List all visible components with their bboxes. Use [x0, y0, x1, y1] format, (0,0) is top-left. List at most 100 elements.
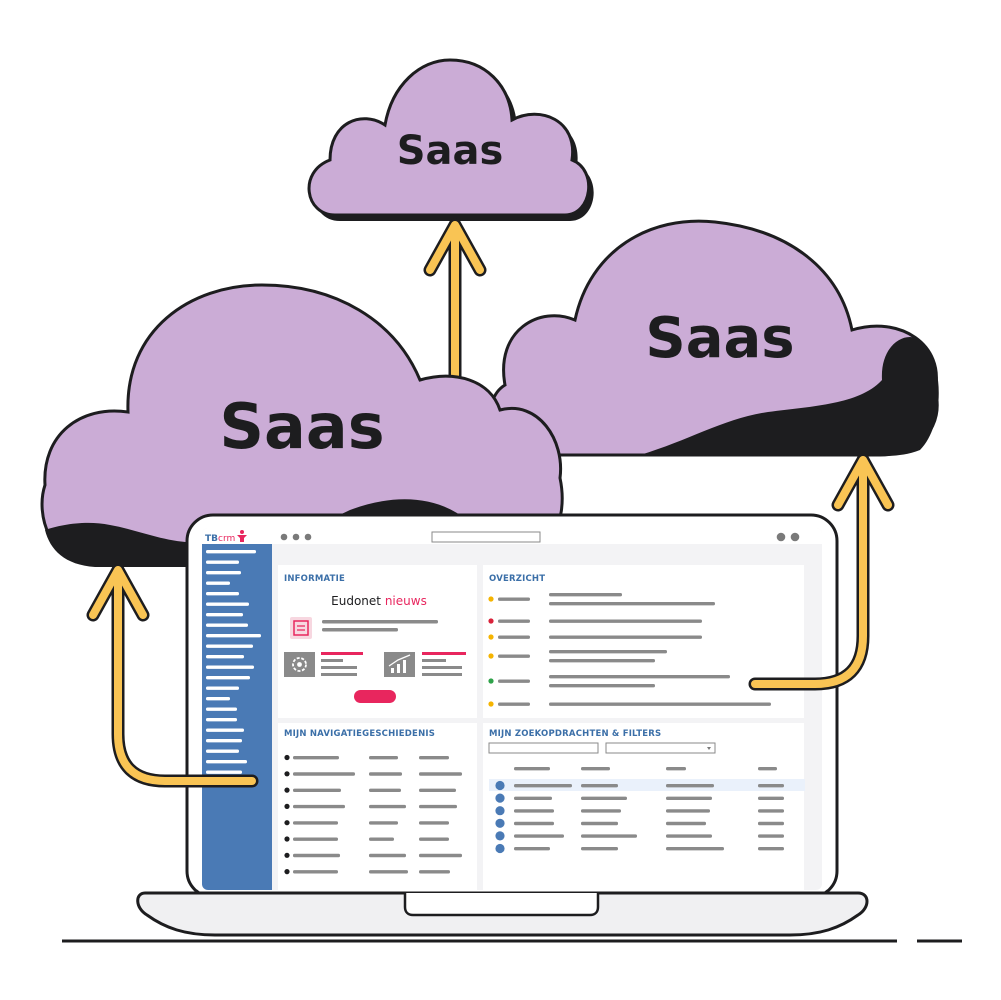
sidebar-menu-item[interactable]: [206, 760, 247, 764]
search-cell: [581, 847, 618, 851]
nav-bullet: [284, 787, 290, 793]
window-dot-2[interactable]: [292, 533, 300, 541]
logo-person-icon: [237, 530, 247, 542]
saved-search-icon[interactable]: [495, 831, 505, 841]
profile-dot-icon[interactable]: [776, 532, 786, 542]
sidebar: [202, 544, 272, 890]
sidebar-menu-item[interactable]: [206, 739, 242, 743]
overview-value: [549, 635, 702, 639]
cloud-left-body: [40, 283, 564, 567]
news-image-icon: [290, 617, 312, 639]
nav-date: [369, 821, 398, 825]
search-cell: [514, 796, 552, 800]
window-dot-1[interactable]: [280, 533, 288, 541]
nav-date: [369, 788, 401, 792]
panel-overzicht-title: OVERZICHT: [489, 574, 545, 584]
nav-item[interactable]: [293, 804, 345, 809]
nav-item[interactable]: [293, 756, 339, 760]
panel-zoekopdrachten: MIJN ZOEKOPDRACHTEN & FILTERS: [483, 723, 805, 890]
nav-bullet: [284, 869, 290, 875]
sidebar-menu-item[interactable]: [206, 592, 239, 596]
sidebar-menu-item[interactable]: [206, 571, 241, 575]
panel-informatie: INFORMATIE Eudonet nieuws: [278, 565, 477, 718]
app-screen: TBcrm INFORMATIE Eudonet nieuws: [202, 528, 822, 890]
nav-item[interactable]: [293, 788, 341, 792]
nav-item[interactable]: [293, 821, 338, 825]
laptop-notch: [403, 893, 600, 917]
sidebar-menu-item[interactable]: [206, 707, 237, 711]
overview-value: [549, 702, 771, 706]
search-cell: [666, 821, 706, 826]
sidebar-menu-item[interactable]: [206, 581, 230, 585]
sidebar-menu-item[interactable]: [206, 665, 254, 669]
saved-search-icon[interactable]: [495, 806, 505, 816]
news-heading: Eudonet nieuws: [331, 594, 427, 608]
nav-item[interactable]: [293, 772, 355, 776]
panel-zoek-title: MIJN ZOEKOPDRACHTEN & FILTERS: [489, 729, 661, 739]
nav-time: [419, 788, 456, 792]
search-table-header: [514, 767, 777, 771]
search-cell: [666, 796, 712, 800]
overview-value: [549, 650, 667, 654]
sidebar-menu-item[interactable]: [206, 602, 249, 606]
sidebar-menu-item[interactable]: [206, 718, 237, 722]
news-read-more-button[interactable]: [354, 690, 396, 703]
panel-informatie-title: INFORMATIE: [284, 574, 345, 584]
nav-item[interactable]: [293, 853, 340, 858]
filter-search-input[interactable]: [488, 742, 599, 754]
menu-dot-icon[interactable]: [790, 532, 800, 542]
sidebar-menu-item[interactable]: [206, 550, 256, 554]
search-cell: [581, 834, 637, 838]
sidebar-menu-item[interactable]: [206, 623, 248, 627]
sidebar-menu-item[interactable]: [206, 697, 230, 701]
sidebar-menu-item[interactable]: [206, 770, 242, 774]
overview-value: [549, 675, 730, 679]
overview-value: [549, 602, 715, 606]
search-cell: [514, 847, 550, 851]
overview-value: [549, 619, 702, 623]
overview-label: [498, 619, 530, 623]
overview-value: [549, 684, 655, 688]
saved-search-icon[interactable]: [495, 818, 505, 828]
sidebar-menu-item[interactable]: [206, 686, 239, 690]
nav-date: [369, 870, 408, 874]
search-column-header: [666, 767, 686, 771]
sidebar-menu-item[interactable]: [206, 655, 244, 659]
app-logo[interactable]: TBcrm: [205, 534, 235, 544]
status-dot: [488, 678, 494, 684]
search-cell: [514, 834, 564, 838]
sidebar-menu-item[interactable]: [206, 728, 244, 732]
search-cell: [666, 809, 710, 813]
sidebar-menu-item[interactable]: [206, 560, 239, 564]
sidebar-menu-item[interactable]: [206, 644, 253, 648]
search-cell: [514, 821, 554, 826]
search-cell: [758, 834, 784, 838]
overview-label: [498, 702, 530, 706]
search-cell: [666, 847, 724, 851]
search-cell: [666, 834, 712, 838]
overview-value: [549, 593, 622, 597]
saved-search-icon[interactable]: [495, 780, 505, 791]
nav-bullet: [284, 754, 290, 761]
search-table: [495, 780, 784, 854]
window-dot-3[interactable]: [304, 533, 312, 541]
nav-time: [419, 870, 450, 874]
filter-select[interactable]: [605, 742, 716, 754]
sidebar-menu-item[interactable]: [206, 749, 239, 753]
sidebar-menu-item[interactable]: [206, 634, 261, 638]
nav-date: [369, 837, 394, 841]
search-cell: [758, 809, 784, 813]
address-bar[interactable]: [431, 531, 541, 543]
sidebar-menu-item[interactable]: [206, 676, 250, 680]
nav-date: [369, 756, 398, 760]
nav-item[interactable]: [293, 870, 338, 874]
nav-item[interactable]: [293, 837, 338, 841]
nav-bullet: [284, 852, 290, 858]
nav-time: [419, 853, 462, 858]
saved-search-icon[interactable]: [495, 793, 505, 803]
overview-list: [488, 593, 771, 707]
saved-search-icon[interactable]: [495, 843, 505, 854]
sidebar-menu-item[interactable]: [206, 613, 243, 617]
overview-label: [498, 679, 530, 683]
status-dot: [488, 618, 494, 624]
